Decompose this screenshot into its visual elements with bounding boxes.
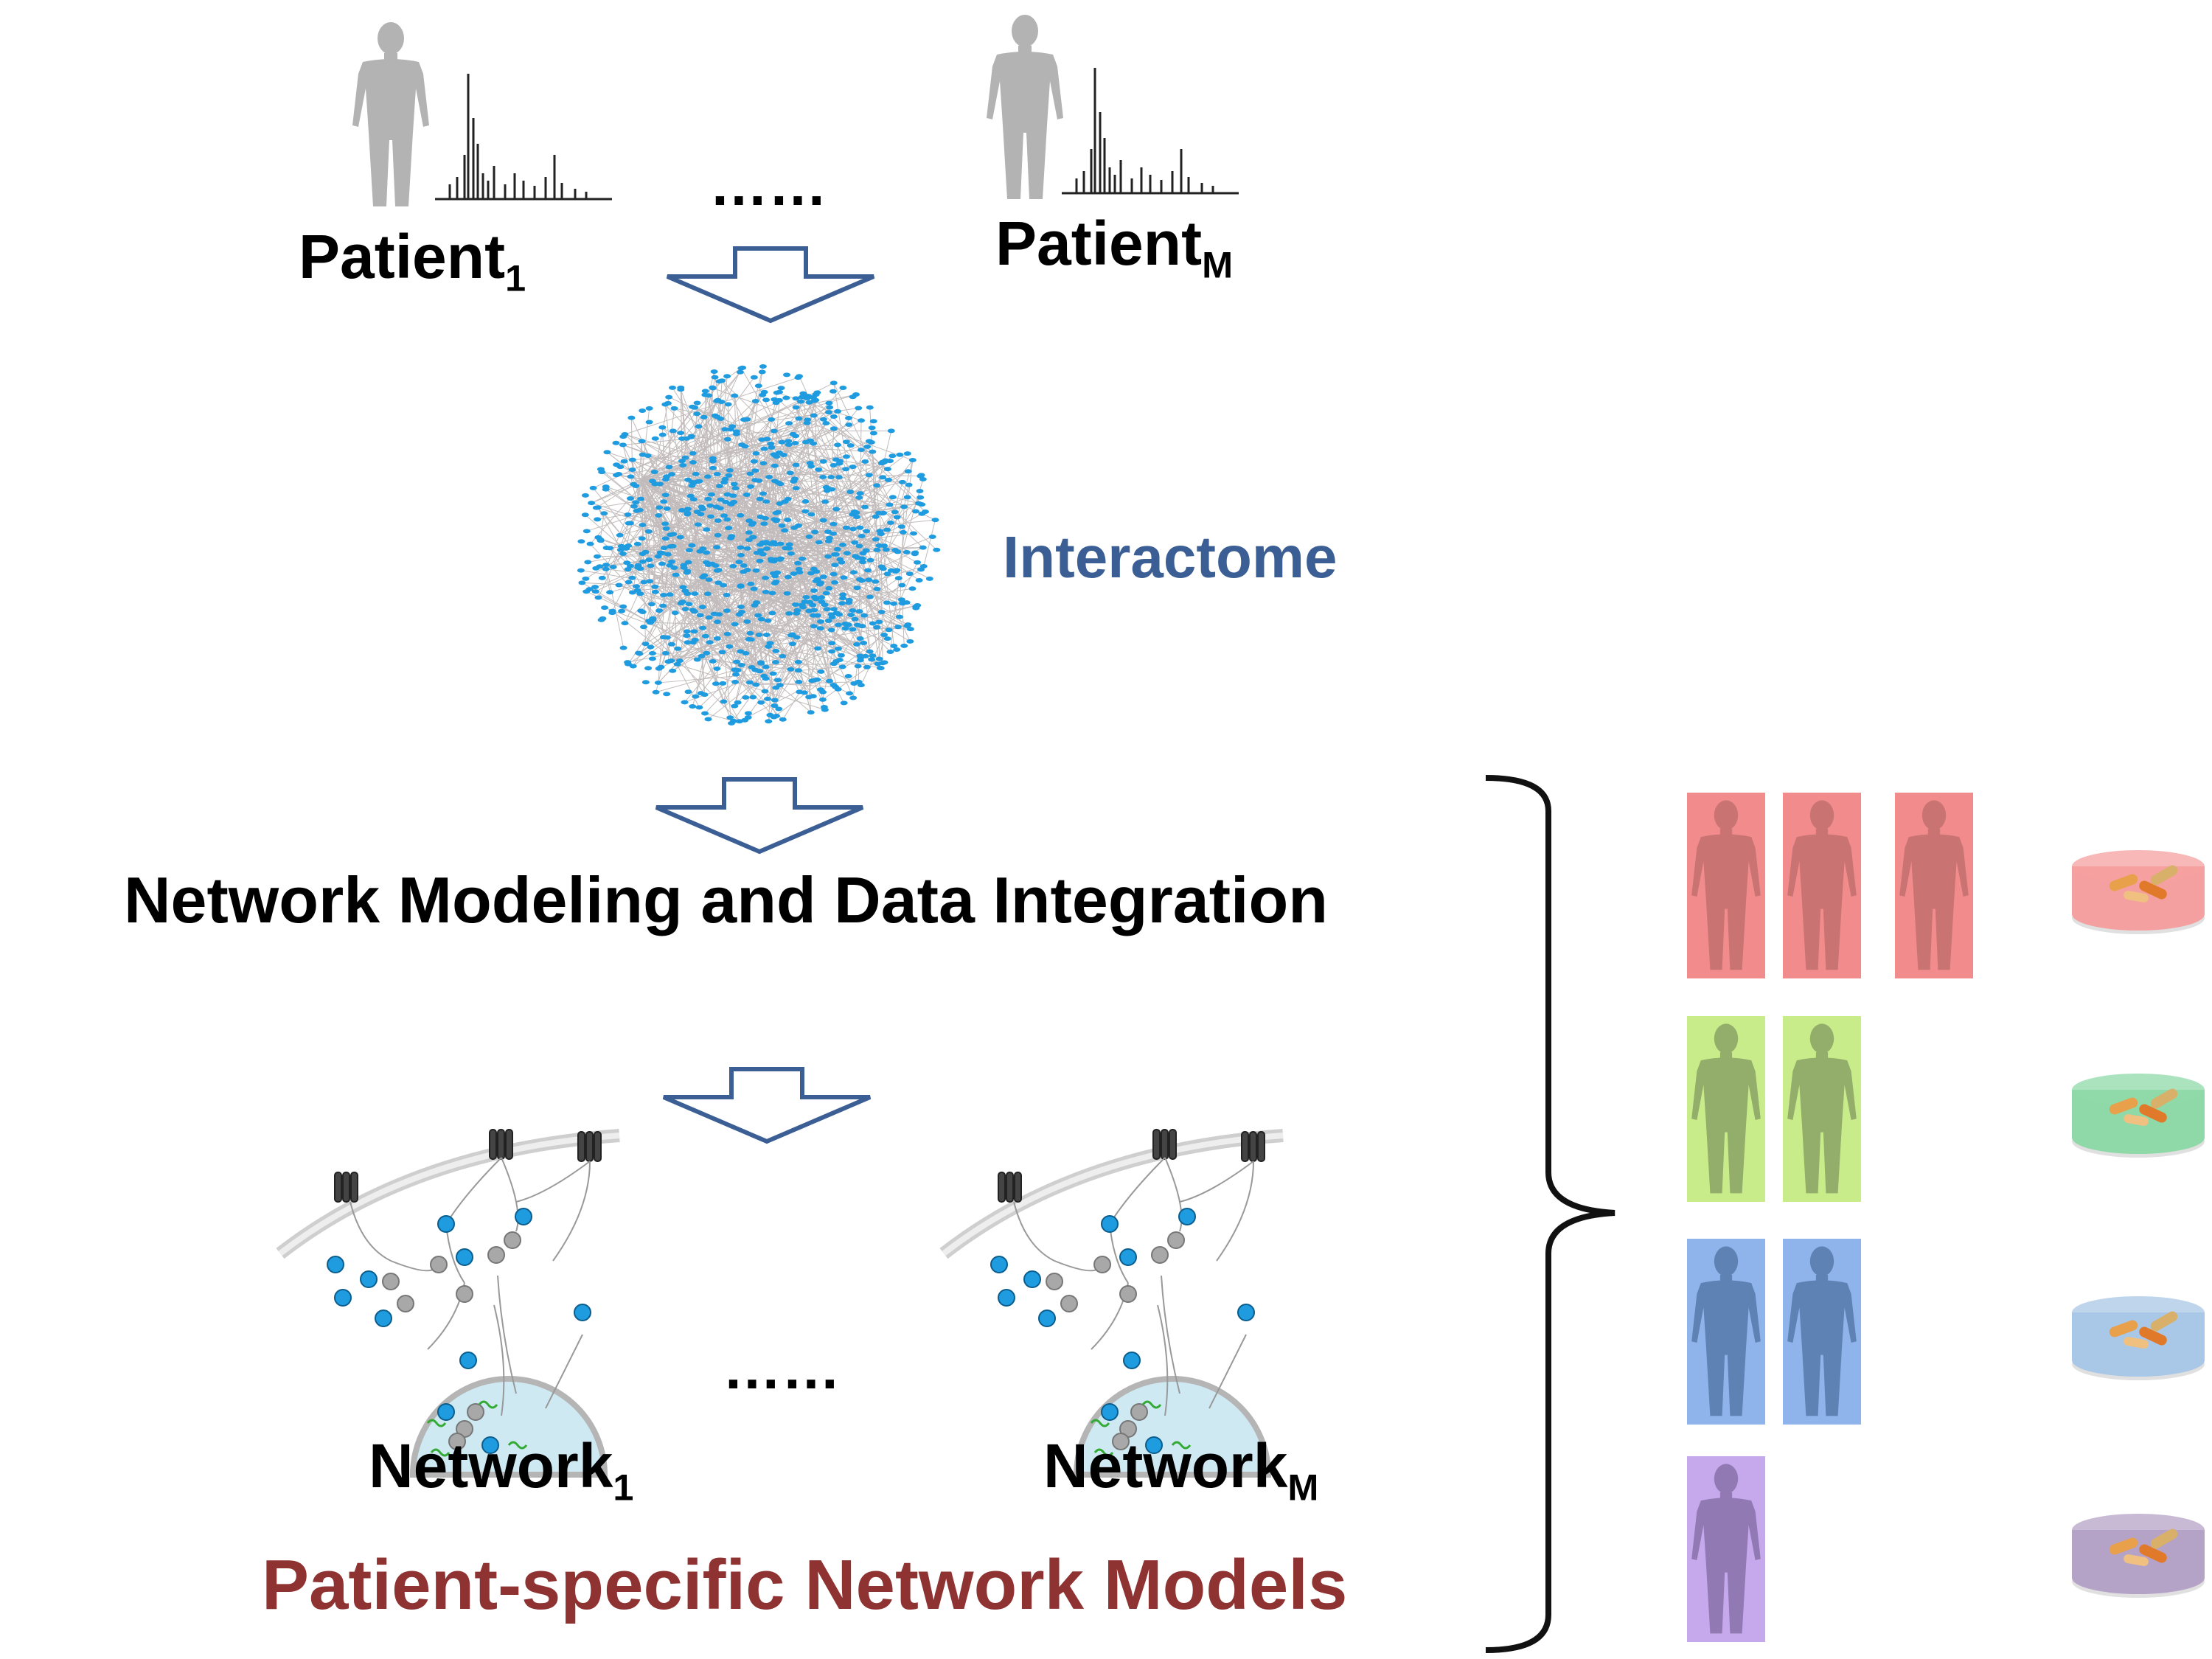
interactome-label: Interactome bbox=[1003, 524, 1338, 590]
drug-container-icon bbox=[2072, 1296, 2205, 1380]
network-m-label: NetworkM bbox=[1043, 1431, 1319, 1509]
patient-1-label: Patient1 bbox=[299, 222, 526, 299]
patient-m-spectrum bbox=[1060, 66, 1240, 195]
arrow-to-modeling bbox=[656, 779, 863, 852]
drug-container-icon bbox=[2072, 1514, 2205, 1598]
patient-groups bbox=[1687, 793, 2205, 1642]
patient-1-figure bbox=[352, 22, 429, 206]
patient-1-spectrum bbox=[434, 72, 613, 201]
patient-group-1 bbox=[1687, 793, 2205, 978]
drug-container-icon bbox=[2072, 850, 2205, 934]
network-m-pathway-graphic bbox=[944, 1130, 1283, 1475]
network-1-label: Network1 bbox=[369, 1431, 634, 1509]
interactome-network-graphic bbox=[577, 364, 941, 726]
modeling-title: Network Modeling and Data Integration bbox=[124, 863, 1328, 936]
patient-group-3 bbox=[1687, 1239, 2205, 1425]
patient-m-label: PatientM bbox=[995, 209, 1234, 286]
footer-title: Patient-specific Network Models bbox=[262, 1545, 1348, 1624]
patient-group-2 bbox=[1687, 1016, 2205, 1202]
patient-group-4 bbox=[1687, 1456, 2205, 1642]
arrow-to-networks bbox=[664, 1069, 870, 1141]
top-ellipsis: …… bbox=[709, 152, 827, 218]
arrow-to-interactome bbox=[667, 248, 874, 321]
patient-m-figure bbox=[987, 15, 1063, 199]
grouping-brace bbox=[1485, 775, 1615, 1653]
drug-container-icon bbox=[2072, 1074, 2205, 1158]
network-1-pathway-graphic bbox=[280, 1130, 619, 1475]
network-ellipsis: …… bbox=[723, 1335, 841, 1401]
